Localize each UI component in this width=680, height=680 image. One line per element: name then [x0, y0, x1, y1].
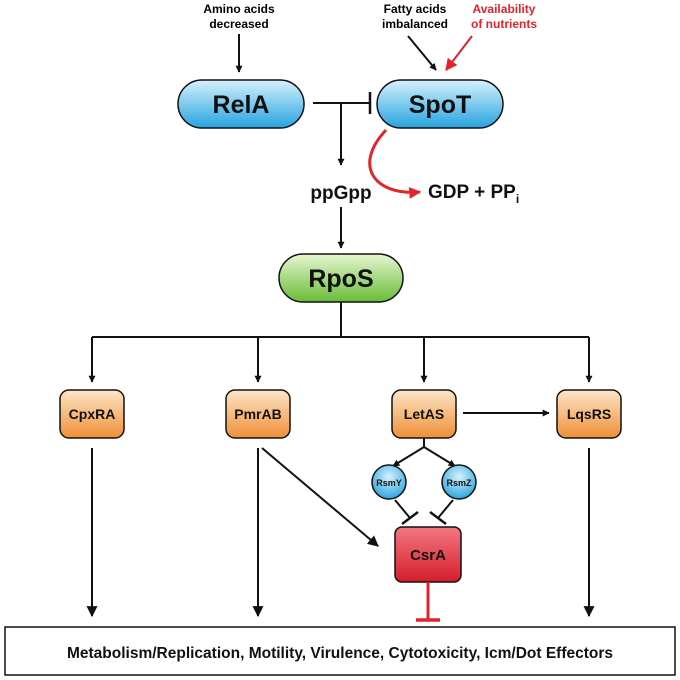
rsmz-inhibit-line: [437, 499, 454, 519]
rsmy-inhibit-bar: [401, 511, 419, 525]
nutrients-label-2: of nutrients: [471, 17, 537, 31]
letas-to-rsmy-arrow: [392, 446, 425, 467]
amino-acids-label-1: Amino acids: [203, 2, 275, 16]
letas-to-rsmz-arrow: [423, 446, 456, 467]
nutrients-label-1: Availability: [473, 2, 536, 16]
fatty-to-spot-arrow: [407, 35, 437, 71]
nutrients-to-spot-arrow: [445, 35, 473, 71]
output-box: [4, 626, 676, 676]
amino-acids-label-2: decreased: [209, 17, 268, 31]
fatty-acids-label-2: imbalanced: [382, 17, 448, 31]
pmrab-label: PmrAB: [234, 406, 281, 422]
rsmz-inhibit-bar: [429, 511, 447, 525]
csra-label: CsrA: [410, 547, 446, 564]
gdp-pp-subscript: i: [516, 192, 519, 206]
lqsrs-node: [556, 389, 622, 439]
rsmy-node: [371, 464, 407, 500]
rela-label: RelA: [213, 91, 270, 119]
rela-node: [177, 79, 305, 129]
rsmz-node: [441, 464, 477, 500]
cpxra-node: [59, 389, 125, 439]
rsmz-label: RsmZ: [446, 478, 472, 488]
gdp-pp-text: GDP + PP: [428, 182, 516, 203]
letas-label: LetAS: [404, 406, 444, 422]
output-effects-label: Metabolism/Replication, Motility, Virule…: [67, 645, 613, 662]
spot-node: [376, 79, 504, 129]
gdp-pp-label: GDP + PPi: [428, 182, 519, 206]
rsmy-inhibit-line: [394, 499, 411, 519]
fatty-acids-label-1: Fatty acids: [384, 2, 447, 16]
rsmy-label: RsmY: [376, 478, 402, 488]
pmrab-node: [225, 389, 291, 439]
rpos-label: RpoS: [308, 265, 373, 293]
spot-hydrolysis-arrow: [368, 128, 422, 199]
cpxra-label: CpxRA: [69, 406, 116, 422]
lqsrs-label: LqsRS: [567, 406, 611, 422]
ppgpp-label: ppGpp: [310, 183, 371, 204]
spot-label: SpoT: [409, 91, 472, 119]
pmrab-to-csra-arrow: [261, 447, 379, 547]
